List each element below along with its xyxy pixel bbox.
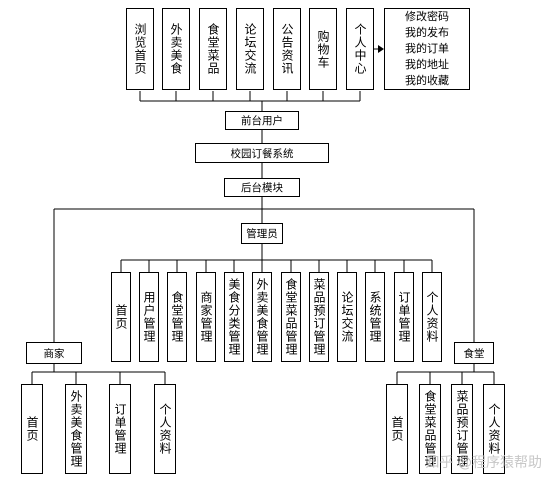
arrow-icon xyxy=(378,45,384,53)
merchant-node: 商家 xyxy=(26,342,82,364)
canteen-item-dishes-mgmt: 食堂菜品管理 xyxy=(419,384,441,474)
canteen-item-profile: 个人资料 xyxy=(483,384,505,474)
system-root-node: 校园订餐系统 xyxy=(195,143,329,163)
canteen-item-home: 首页 xyxy=(386,384,408,474)
admin-item-dish-booking-mgmt: 菜品预订管理 xyxy=(309,272,329,362)
front-item-announcements: 公告资讯 xyxy=(273,8,301,90)
front-item-forum: 论坛交流 xyxy=(236,8,264,90)
admin-item-canteen-mgmt: 食堂管理 xyxy=(167,272,187,362)
admin-item-home: 首页 xyxy=(111,272,131,362)
merchant-item-profile: 个人资料 xyxy=(154,384,176,474)
front-user-node: 前台用户 xyxy=(225,111,299,130)
admin-item-forum: 论坛交流 xyxy=(337,272,357,362)
merchant-item-home: 首页 xyxy=(21,384,43,474)
front-item-cart: 购物车 xyxy=(309,8,337,90)
admin-item-system-mgmt: 系统管理 xyxy=(365,272,385,362)
front-item-takeout-food: 外卖美食 xyxy=(162,8,190,90)
admin-node: 管理员 xyxy=(241,223,283,244)
front-item-canteen-dishes: 食堂菜品 xyxy=(199,8,227,90)
watermark: 知乎 @程序猿帮助 xyxy=(425,455,542,471)
personal-center-submenu: 修改密码 我的发布 我的订单 我的地址 我的收藏 xyxy=(384,8,470,90)
canteen-item-booking-mgmt: 菜品预订管理 xyxy=(451,384,473,474)
admin-item-user-mgmt: 用户管理 xyxy=(139,272,159,362)
canteen-node: 食堂 xyxy=(454,342,494,364)
backend-module-node: 后台模块 xyxy=(224,178,300,197)
front-item-personal-center: 个人中心 xyxy=(346,8,374,90)
admin-item-order-mgmt: 订单管理 xyxy=(394,272,414,362)
admin-item-food-category-mgmt: 美食分类管理 xyxy=(224,272,244,362)
merchant-item-takeout-food-mgmt: 外卖美食管理 xyxy=(65,384,87,474)
merchant-item-order-mgmt: 订单管理 xyxy=(109,384,131,474)
admin-item-merchant-mgmt: 商家管理 xyxy=(196,272,216,362)
admin-item-profile: 个人资料 xyxy=(422,272,442,362)
front-item-browse-home: 浏览首页 xyxy=(126,8,154,90)
admin-item-takeout-food-mgmt: 外卖美食管理 xyxy=(252,272,272,362)
admin-item-canteen-dishes-mgmt: 食堂菜品管理 xyxy=(281,272,301,362)
